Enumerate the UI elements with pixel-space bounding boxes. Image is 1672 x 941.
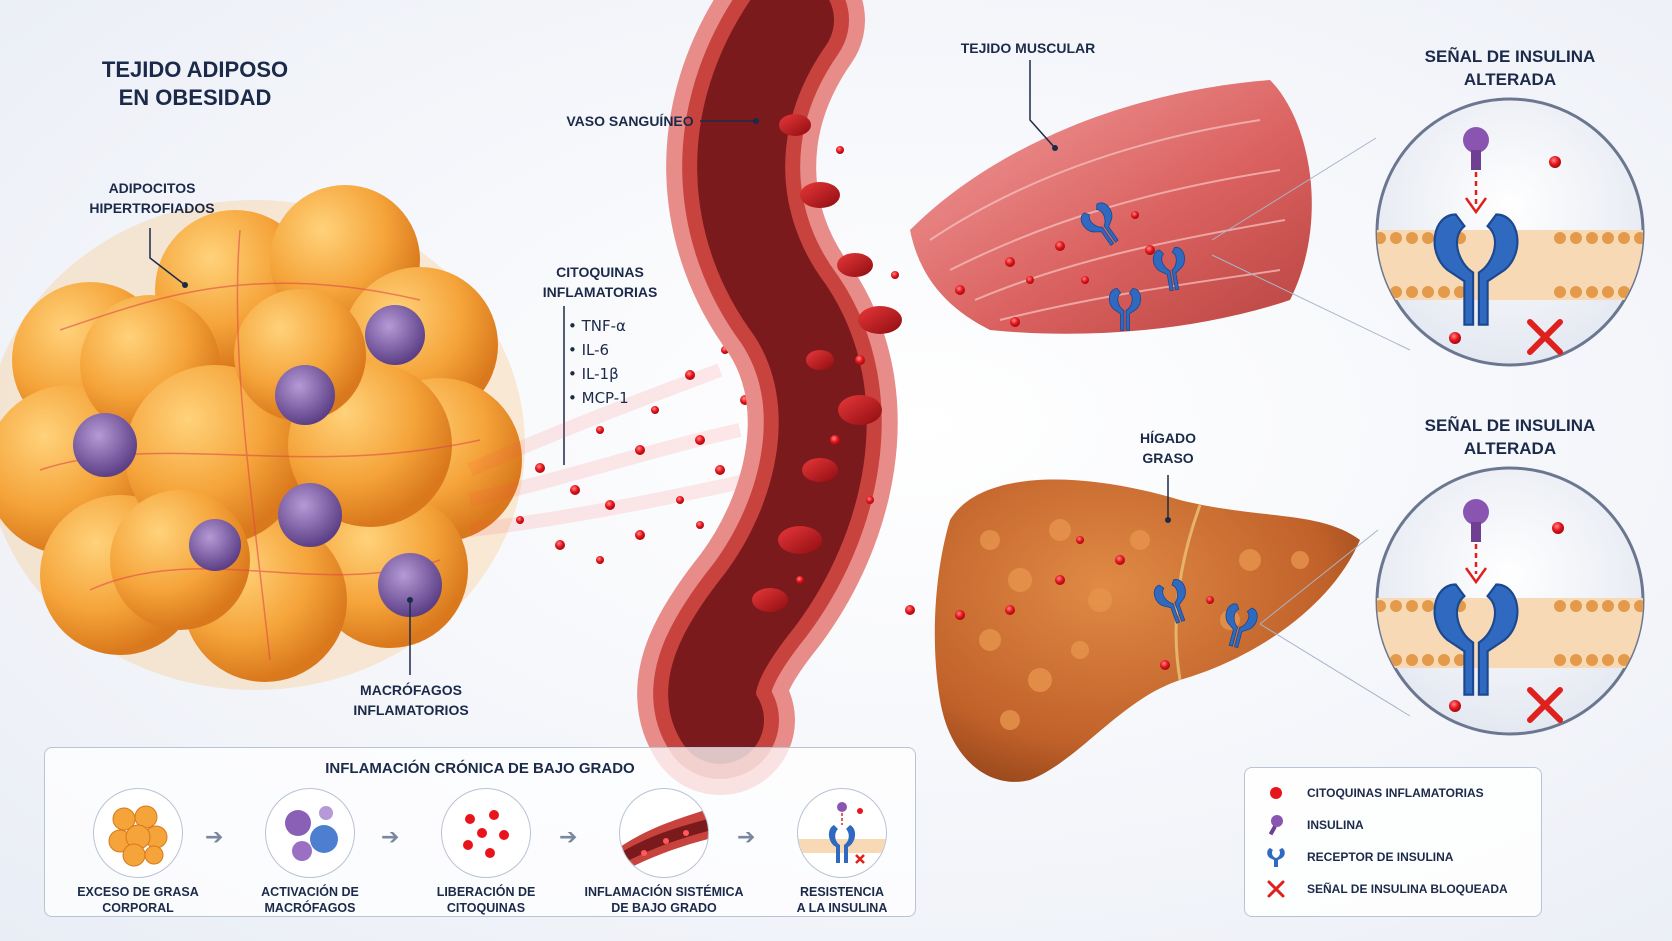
receptor-icon — [1263, 846, 1289, 868]
process-step-label: ACTIVACIÓN DE MACRÓFAGOS — [261, 885, 359, 915]
vessel-icon — [619, 788, 709, 878]
legend-item: SEÑAL DE INSULINA BLOQUEADA — [1263, 878, 1508, 900]
legend-label: INSULINA — [1307, 818, 1364, 832]
adipose-tissue-title: TEJIDO ADIPOSO EN OBESIDAD — [101, 57, 289, 110]
arrow-icon: ➔ — [381, 824, 400, 849]
legend-item: RECEPTOR DE INSULINA — [1263, 846, 1453, 868]
red-dot-icon — [1263, 782, 1289, 804]
cytokines-label: CITOQUINAS INFLAMATORIAS — [542, 264, 658, 300]
cytokine-item: IL-6 — [568, 338, 629, 362]
fat-cluster-icon — [93, 788, 183, 878]
arrow-icon: ➔ — [559, 824, 578, 849]
insulin-icon — [1263, 814, 1289, 836]
blood-vessel — [637, 0, 902, 795]
process-step-label: EXCESO DE GRASA CORPORAL — [77, 885, 199, 915]
blood-vessel-label: VASO SANGUÍNEO — [566, 113, 694, 129]
process-step: EXCESO DE GRASA CORPORAL — [53, 788, 223, 916]
insulin-signal-title-bottom: SEÑAL DE INSULINA ALTERADA — [1424, 416, 1596, 458]
process-step-label: LIBERACIÓN DE CITOQUINAS — [436, 885, 536, 915]
cytokine-stream — [467, 346, 755, 564]
zoom-insulin-signal-muscle — [1375, 97, 1645, 367]
cytokine-item: MCP-1 — [568, 386, 629, 410]
legend-item: CITOQUINAS INFLAMATORIAS — [1263, 782, 1484, 804]
process-step: INFLAMACIÓN SISTÉMICA DE BAJO GRADO — [579, 788, 749, 916]
process-step: ACTIVACIÓN DE MACRÓFAGOS — [225, 788, 395, 916]
arrow-icon: ➔ — [205, 824, 224, 849]
cytokine-item: IL-1β — [568, 362, 629, 386]
arrow-icon: ➔ — [737, 824, 756, 849]
liver-label: HÍGADO GRASO — [1140, 430, 1196, 466]
macrophage-icon — [265, 788, 355, 878]
red-x-icon — [1263, 878, 1289, 900]
process-panel: INFLAMACIÓN CRÓNICA DE BAJO GRADO EXCESO… — [44, 747, 916, 917]
macrophages-label: MACRÓFAGOS INFLAMATORIOS — [353, 682, 469, 718]
cytokine-list: TNF-α IL-6 IL-1β MCP-1 — [568, 314, 629, 410]
adipose-tissue — [0, 185, 565, 690]
receptor-icon — [797, 788, 887, 878]
cytokine-item: TNF-α — [568, 314, 629, 338]
macrophage-cell — [73, 305, 442, 617]
legend-label: SEÑAL DE INSULINA BLOQUEADA — [1307, 882, 1508, 896]
cytokine-release-icon — [441, 788, 531, 878]
process-step-label: RESISTENCIA A LA INSULINA — [796, 885, 888, 915]
muscle-label: TEJIDO MUSCULAR — [960, 40, 1096, 56]
legend-panel: CITOQUINAS INFLAMATORIAS INSULINA RECEPT… — [1244, 767, 1542, 917]
legend-item: INSULINA — [1263, 814, 1364, 836]
legend-label: RECEPTOR DE INSULINA — [1307, 850, 1454, 864]
process-title: INFLAMACIÓN CRÓNICA DE BAJO GRADO — [325, 760, 635, 777]
process-step-label: INFLAMACIÓN SISTÉMICA DE BAJO GRADO — [584, 885, 744, 915]
zoom-insulin-signal-liver — [1375, 466, 1645, 736]
process-step: LIBERACIÓN DE CITOQUINAS — [401, 788, 571, 916]
process-step: RESISTENCIA A LA INSULINA — [757, 788, 927, 916]
fatty-liver — [905, 475, 1411, 782]
muscle-tissue — [910, 60, 1411, 351]
legend-label: CITOQUINAS INFLAMATORIAS — [1307, 786, 1484, 800]
adipocytes-label: ADIPOCITOS HIPERTROFIADOS — [89, 180, 215, 216]
insulin-signal-title-top: SEÑAL DE INSULINA ALTERADA — [1424, 47, 1596, 89]
